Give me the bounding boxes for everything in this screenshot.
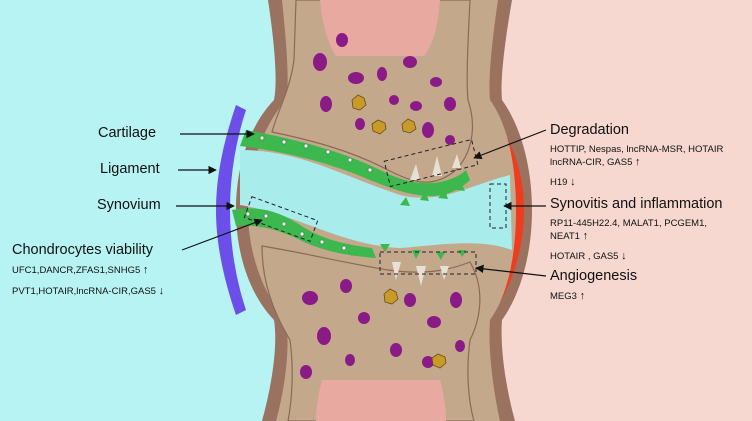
ligament-label: Ligament <box>100 161 160 177</box>
upper-marrow <box>320 0 440 56</box>
degradation-downregulated: H19 ↓ <box>550 176 576 188</box>
degradation-upregulated-line2: lncRNA-CIR, GAS5 ↑ <box>550 156 641 168</box>
synovitis-upregulated-line2: NEAT1 ↑ <box>550 230 588 242</box>
angiogenesis-title: Angiogenesis <box>550 268 637 284</box>
down-arrow-icon: ↓ <box>621 250 627 262</box>
synovitis-title: Synovitis and inflammation <box>550 196 722 212</box>
up-arrow-icon: ↑ <box>583 230 589 242</box>
lower-marrow <box>316 380 446 421</box>
up-arrow-icon: ↑ <box>635 156 641 168</box>
down-arrow-icon: ↓ <box>159 285 165 297</box>
synovitis-upregulated-line1: RP11-445H22.4, MALAT1, PCGEM1, <box>550 218 707 229</box>
up-arrow-icon: ↑ <box>580 290 586 302</box>
cartilage-label: Cartilage <box>98 125 156 141</box>
chondrocytes-title: Chondrocytes viability <box>12 242 153 258</box>
down-arrow-icon: ↓ <box>570 176 576 188</box>
synovitis-downregulated: HOTAIR , GAS5 ↓ <box>550 250 627 262</box>
degradation-title: Degradation <box>550 122 629 138</box>
synovium-label: Synovium <box>97 197 161 213</box>
chondrocytes-upregulated: UFC1,DANCR,ZFAS1,SNHG5 ↑ <box>12 264 148 276</box>
chondrocytes-downregulated: PVT1,HOTAIR,lncRNA-CIR,GAS5 ↓ <box>12 285 164 297</box>
up-arrow-icon: ↑ <box>143 264 149 276</box>
degradation-upregulated-line1: HOTTIP, Nespas, lncRNA-MSR, HOTAIR <box>550 144 723 155</box>
angiogenesis-upregulated: MEG3 ↑ <box>550 290 585 302</box>
